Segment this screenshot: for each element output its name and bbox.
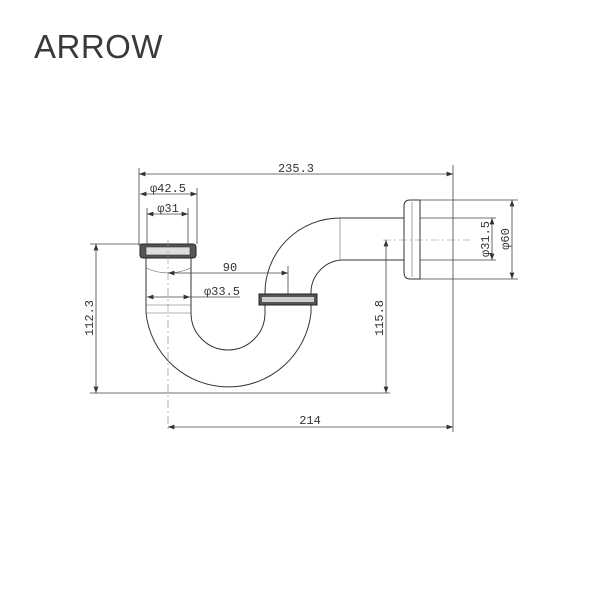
dim-inlet-height: 112.3 — [83, 300, 97, 336]
dim-overall-width: 235.3 — [278, 162, 314, 176]
trap-pipe — [139, 199, 421, 388]
dim-pipe-diameter: φ33.5 — [204, 285, 240, 299]
dim-flange-diameter: φ60 — [499, 228, 513, 250]
dim-bottom-width: 214 — [299, 414, 321, 428]
dim-inlet-inner-diameter: φ31 — [157, 202, 179, 216]
dim-inlet-outer-diameter: φ42.5 — [150, 182, 186, 196]
dim-outlet-height: 115.8 — [373, 300, 387, 336]
brand-logo: ARROW — [34, 28, 163, 65]
dim-outlet-diameter: φ31.5 — [479, 221, 493, 257]
dim-trap-offset: 90 — [223, 261, 237, 275]
dimension-lines — [90, 165, 518, 432]
